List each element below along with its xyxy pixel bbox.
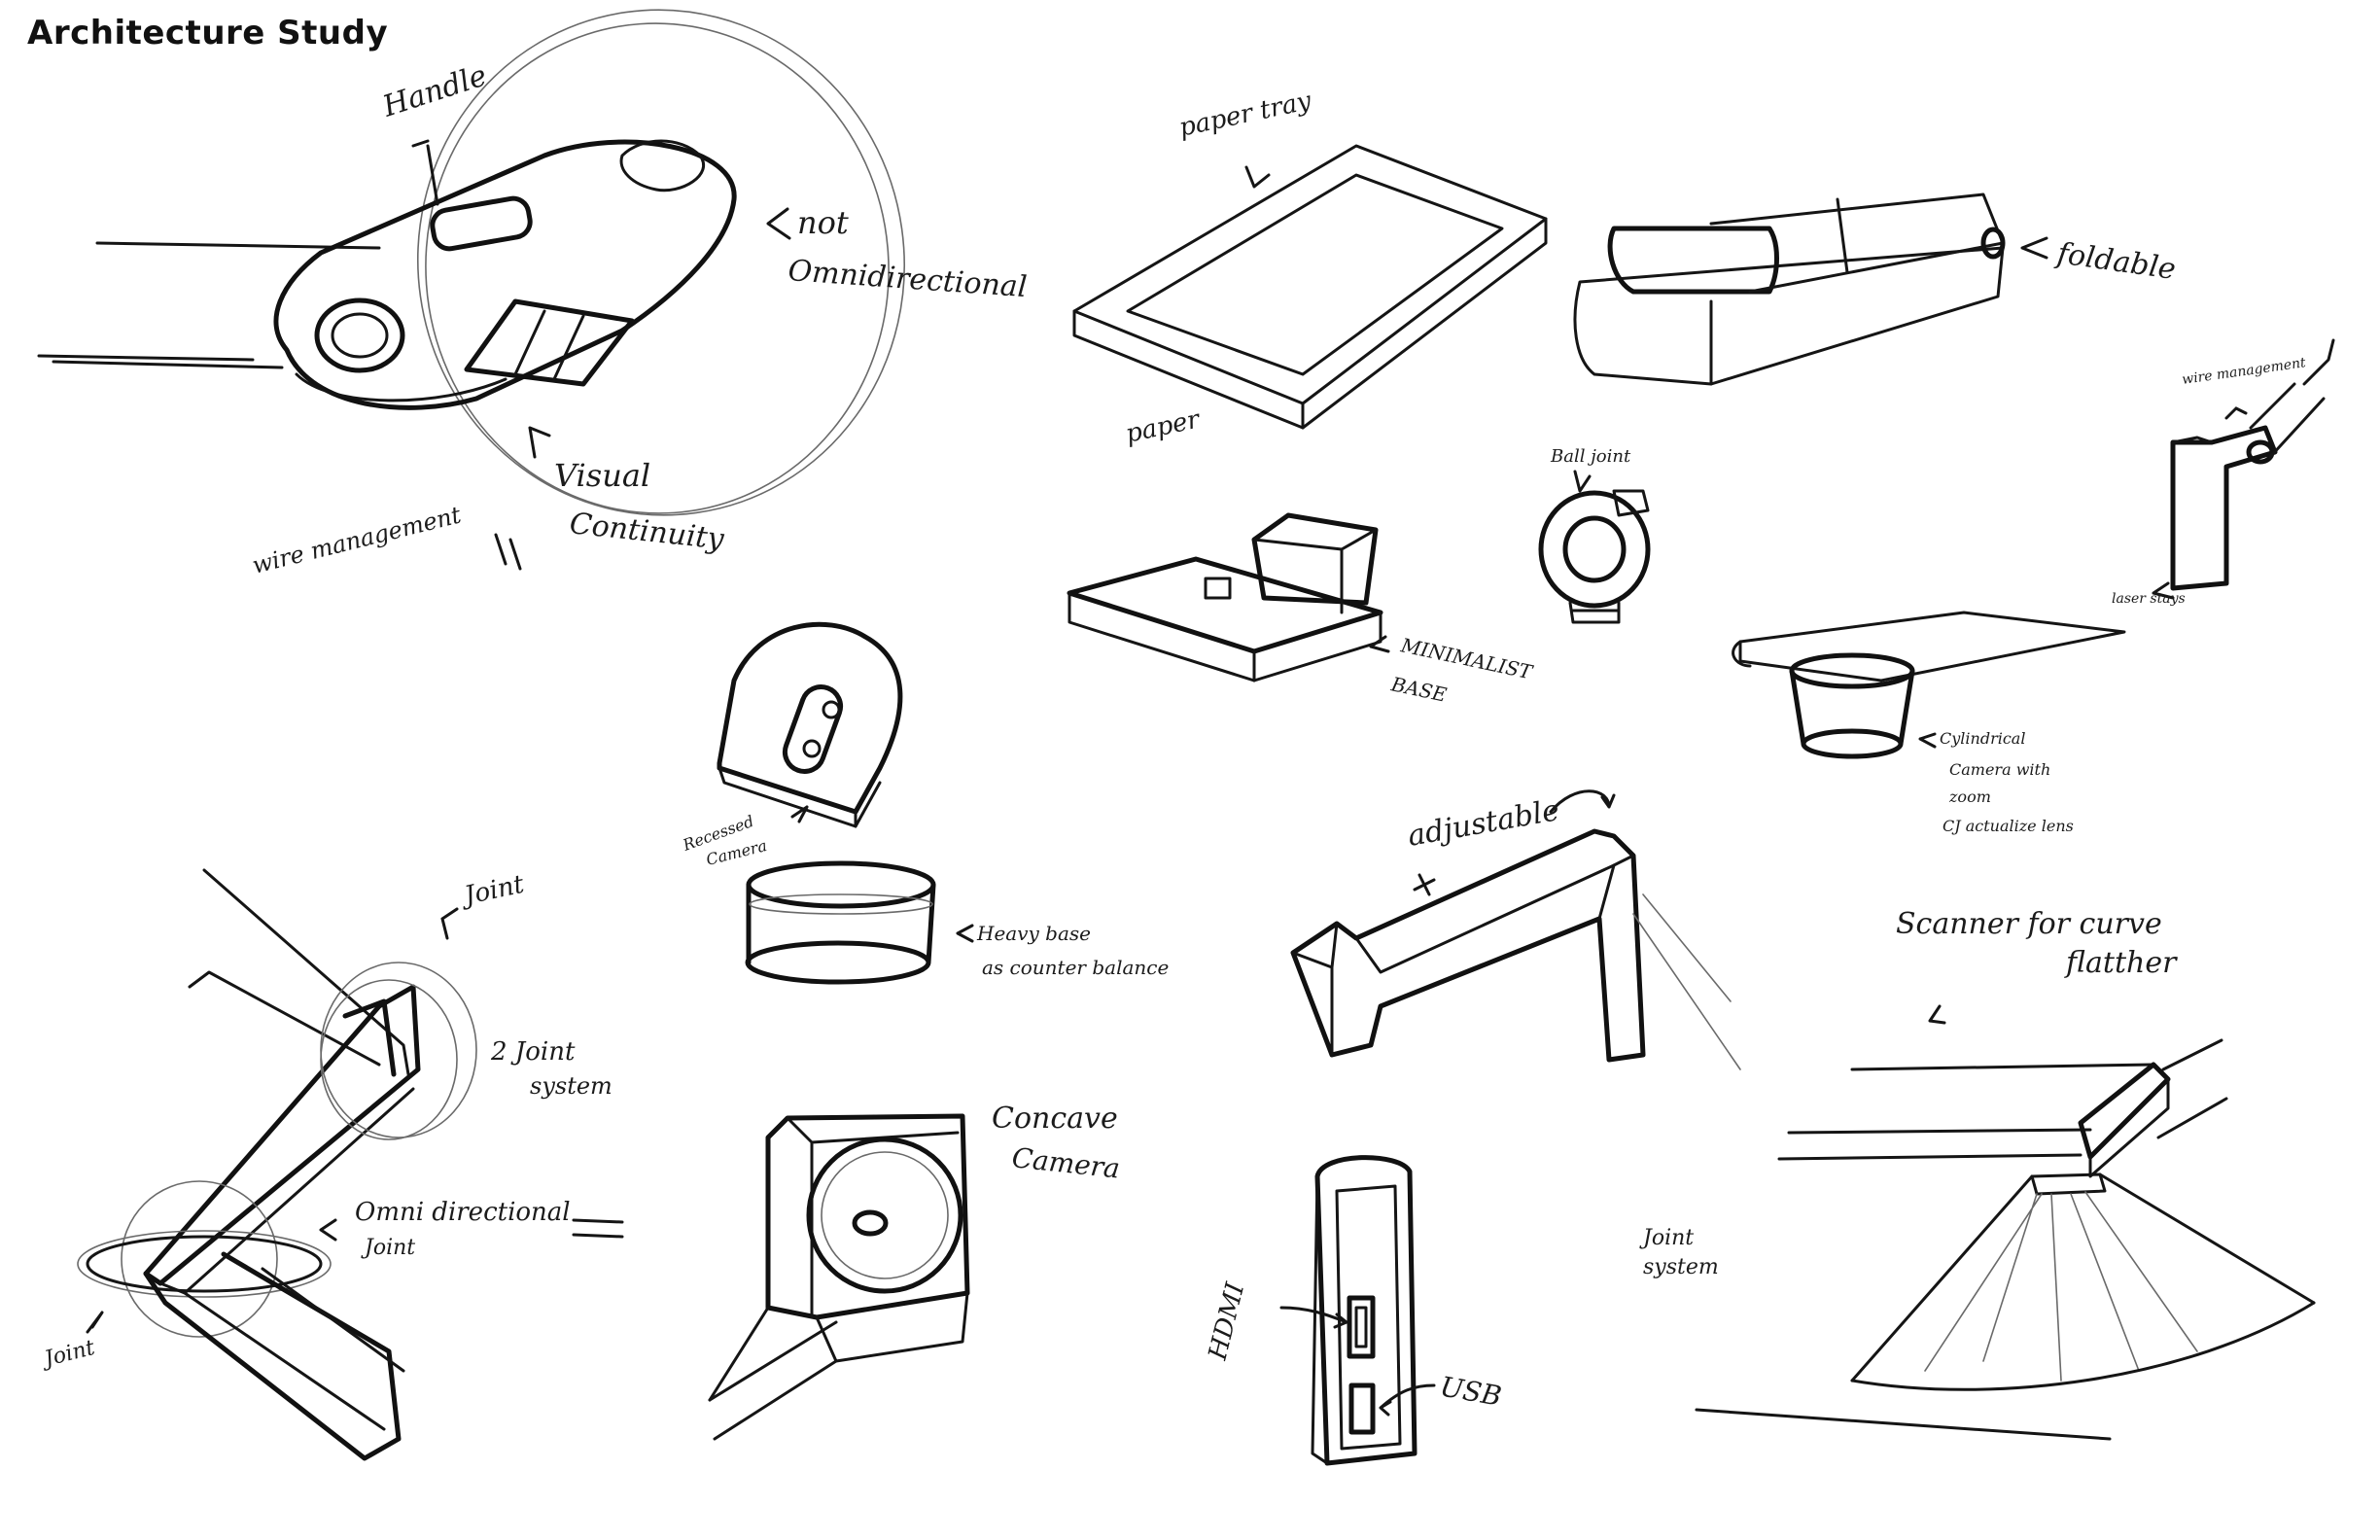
base-label: BASE <box>1388 672 1450 707</box>
cylindrical-label-3: zoom <box>1948 788 1991 806</box>
joint-system-label-1: Joint <box>1639 1226 1694 1250</box>
handheld-device-sketch <box>37 9 905 571</box>
page-title: Architecture Study <box>27 14 389 52</box>
hdmi-label: HDMI <box>1203 1279 1250 1364</box>
joint-system-label-2: system <box>1643 1255 1719 1279</box>
heavy-base-sketch <box>745 860 974 985</box>
not-label: not <box>797 204 849 241</box>
adjustable-label: adjustable <box>1405 793 1561 854</box>
ball-joint-sketch <box>1538 470 1651 624</box>
paper-label: paper <box>1123 404 1204 449</box>
minimalist-base-sketch <box>1067 512 1390 682</box>
cylindrical-camera-sketch <box>1732 611 2126 759</box>
adjustable-arm-sketch <box>1290 789 1741 1070</box>
omnidirectional-label: Omnidirectional <box>787 254 1028 304</box>
usb-label: USB <box>1438 1370 1504 1413</box>
wire-management-right-label: wire management <box>2181 355 2307 388</box>
laser-stays-label: laser stays <box>2112 591 2186 607</box>
foldable-label: foldable <box>2053 236 2178 287</box>
concave-label-2: Camera <box>1010 1141 1121 1184</box>
concave-label-1: Concave <box>992 1102 1118 1136</box>
curve-scanner-sketch <box>1695 1004 2316 1441</box>
concave-camera-sketch <box>708 1113 970 1441</box>
two-joint-arm-sketch <box>77 868 624 1461</box>
omni-joint-label-1: Omni directional <box>355 1198 571 1227</box>
recessed-camera-sketch <box>717 621 903 828</box>
foldable-scanner-sketch <box>1573 192 2048 386</box>
two-joint-label-2: system <box>530 1072 612 1100</box>
wire-management-left-label: wire management <box>250 501 465 578</box>
omni-joint-label-2: Joint <box>361 1236 415 1260</box>
wire-management-arm-sketch <box>2152 338 2335 600</box>
cylindrical-label-1: Cylindrical <box>1940 729 2025 748</box>
paper-tray-label: paper tray <box>1176 87 1313 143</box>
ball-joint-label: Ball joint <box>1550 446 1631 467</box>
heavy-base-label-2: as counter balance <box>982 956 1169 979</box>
handle-label: Handle <box>378 58 491 124</box>
continuity-label: Continuity <box>568 507 726 557</box>
scanner-label-2: flatther <box>2064 946 2178 980</box>
visual-label: Visual <box>554 457 650 494</box>
joint-bottom-label: Joint <box>39 1336 98 1373</box>
cylindrical-label-2: Camera with <box>1949 760 2050 779</box>
two-joint-label-1: 2 Joint <box>490 1037 576 1067</box>
ports-tower-sketch <box>1279 1155 1436 1466</box>
heavy-base-label-1: Heavy base <box>976 922 1091 945</box>
cylindrical-label-4: CJ actualize lens <box>1942 817 2074 835</box>
joint-top-label: Joint <box>457 870 527 912</box>
scanner-label-1: Scanner for curve <box>1896 907 2162 941</box>
paper-tray-sketch <box>1072 144 1548 430</box>
